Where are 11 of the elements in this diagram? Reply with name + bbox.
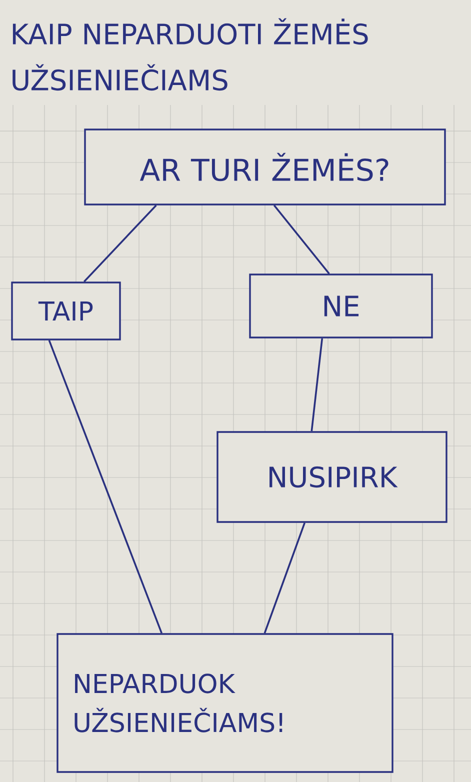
connector-line bbox=[48, 340, 162, 634]
connector-line bbox=[84, 204, 157, 282]
connector-line bbox=[310, 338, 324, 432]
result-box: NEPARDUOK UŽSIENIEČIAMS! bbox=[56, 633, 394, 773]
connector-line bbox=[273, 204, 330, 274]
title: KAIP NEPARDUOTI ŽEMĖS UŽSIENIEČIAMS bbox=[12, 18, 368, 91]
answer-box: TAIP bbox=[11, 282, 121, 340]
connector-line bbox=[264, 522, 306, 634]
question-box: AR TURI ŽEMĖS? bbox=[84, 128, 446, 206]
action-box: NUSIPIRK bbox=[216, 431, 448, 523]
answer-box: NE bbox=[249, 274, 433, 338]
